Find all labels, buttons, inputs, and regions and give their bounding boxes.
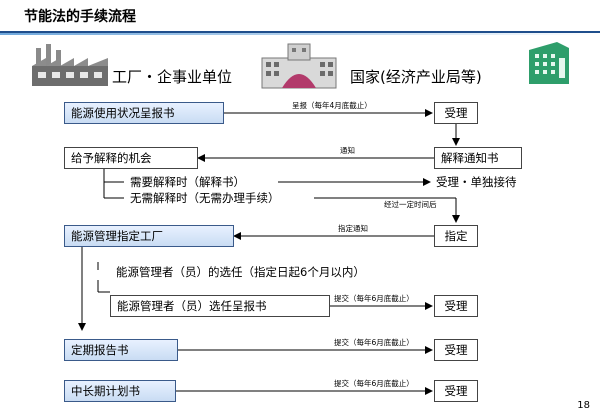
- energy-usage-report-box: 能源使用状况呈报书: [64, 102, 224, 124]
- accept-separately-text: 受理・单独接待: [436, 174, 517, 190]
- designated-factory-box: 能源管理指定工厂: [64, 225, 234, 247]
- page-number: 18: [577, 400, 590, 411]
- designate-box: 指定: [434, 225, 478, 247]
- need-explanation-text: 需要解释时（解释书）: [130, 174, 245, 190]
- label-after-period: 经过一定时间后: [384, 200, 437, 210]
- explanation-notice-box: 解释通知书: [434, 147, 522, 169]
- label-submit-june-2: 提交（每年6月底截止）: [334, 338, 414, 348]
- explanation-chance-box: 给予解释的机会: [64, 147, 198, 169]
- label-submit-june-3: 提交（每年6月底截止）: [334, 379, 414, 389]
- accept-box-2: 受理: [434, 295, 478, 317]
- no-explanation-text: 无需解释时（无需办理手续）: [130, 190, 280, 206]
- long-term-plan-box: 中长期计划书: [64, 380, 176, 402]
- accept-box-4: 受理: [434, 380, 478, 402]
- label-submit-april: 呈报（每年4月底截止）: [292, 101, 372, 111]
- label-designation-notice: 指定通知: [338, 224, 368, 234]
- periodic-report-box: 定期报告书: [64, 339, 178, 361]
- accept-box-1: 受理: [434, 102, 478, 124]
- manager-selection-report-box: 能源管理者（员）选任呈报书: [110, 295, 330, 317]
- label-notify: 通知: [340, 146, 355, 156]
- label-submit-june-1: 提交（每年6月底截止）: [334, 294, 414, 304]
- manager-selection-text: 能源管理者（员）的选任（指定日起6个月以内）: [116, 264, 365, 280]
- accept-box-3: 受理: [434, 339, 478, 361]
